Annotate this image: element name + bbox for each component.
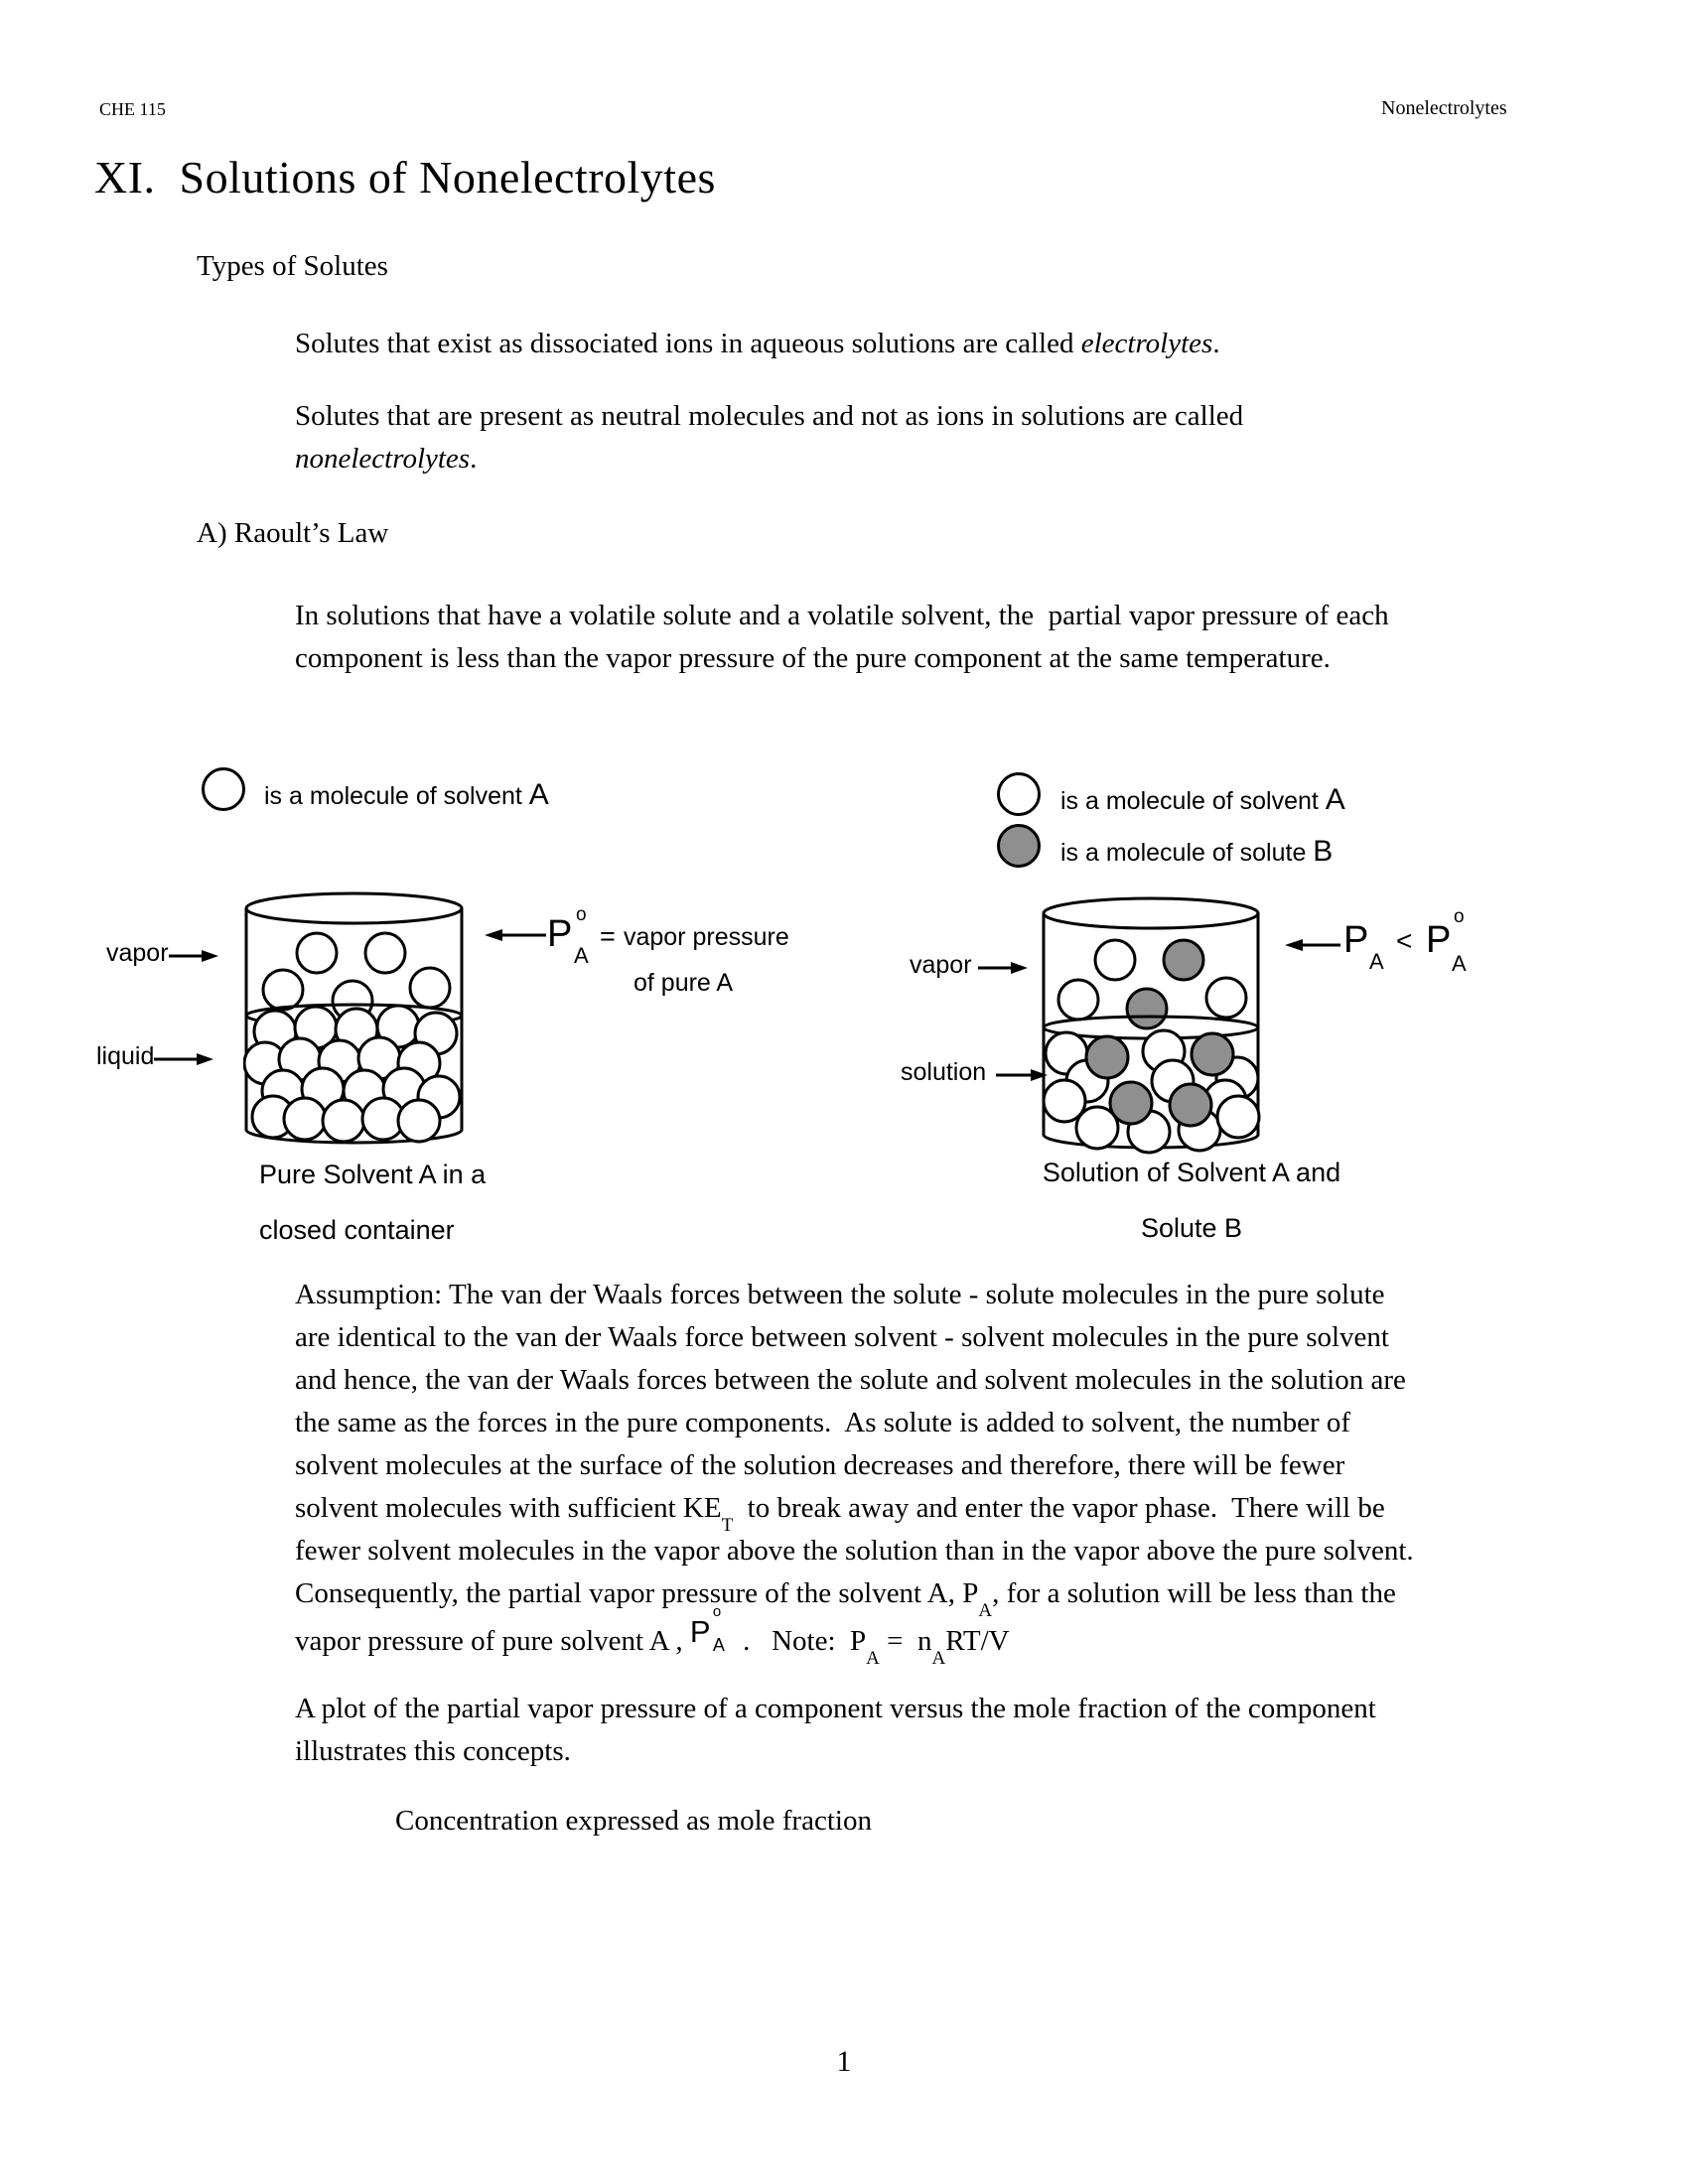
assumption-line6: solvent molecules with sufficient KET to… (295, 1487, 1385, 1535)
term-electrolytes: electrolytes (1080, 328, 1213, 359)
left-diagram-caption-line2: closed container (259, 1215, 455, 1245)
left-pointer-arrow-icon (485, 929, 546, 941)
vapor-pointer-arrow-icon (978, 962, 1028, 974)
text-segment: . (1212, 328, 1220, 359)
legend-symbol-A: A (1325, 783, 1345, 816)
vapor-label: vapor (910, 951, 972, 979)
formula-text-line2: of pure A (633, 969, 734, 997)
assumption-line8: Consequently, the partial vapor pressure… (295, 1572, 1396, 1620)
formula-P: P (1343, 919, 1369, 961)
subscript-A: A (931, 1647, 946, 1669)
left-diagram-caption-line1: Pure Solvent A in a (259, 1160, 487, 1189)
text-segment: Solutes that exist as dissociated ions i… (295, 328, 1081, 359)
liquid-solvent-molecules (243, 1004, 462, 1144)
text-segment: solvent molecules with sufficient KE (295, 1492, 722, 1524)
subscript-A: A (866, 1647, 880, 1669)
legend-symbol-A: A (528, 778, 549, 811)
formula-subscript-A: A (1369, 949, 1384, 974)
formula-less-than: < (1396, 925, 1413, 956)
heading-types-of-solutes: Types of Solutes (197, 250, 388, 282)
text-segment: = n (879, 1625, 932, 1657)
liquid-label: liquid (96, 1042, 155, 1070)
text-segment: Consequently, the partial vapor pressure… (295, 1577, 979, 1609)
formula-subscript-A: A (574, 943, 589, 968)
vapor-label: vapor (106, 939, 169, 967)
page-title: XI. Solutions of Nonelectrolytes (94, 152, 716, 203)
assumption-line2: are identical to the van der Waals force… (295, 1321, 1389, 1353)
solution-container-diagram (1042, 896, 1261, 1155)
vapor-pointer-arrow-icon (169, 950, 218, 962)
solution-vapor-pressure-inequality: P A < P o A (1285, 907, 1483, 1011)
plot-paragraph-line2: illustrates this concepts. (295, 1735, 571, 1767)
right-legend-solvent-label: is a molecule of solvent A (1060, 783, 1345, 817)
paragraph-electrolytes: Solutes that exist as dissociated ions i… (295, 323, 1220, 365)
assumption-line5: solvent molecules at the surface of the … (295, 1449, 1345, 1481)
text-segment: to break away and enter the vapor phase.… (733, 1492, 1385, 1524)
header-chapter-name: Nonelectrolytes (1381, 97, 1507, 119)
solution-pointer-arrow-icon (996, 1069, 1048, 1081)
solution-molecules (1042, 1028, 1261, 1155)
right-diagram-caption-line2: Solute B (1140, 1213, 1243, 1243)
heading-raoults-law: A) Raoult’s Law (197, 517, 389, 549)
text-segment: . Note: P (735, 1625, 867, 1657)
right-legend-solute-label: is a molecule of solute B (1060, 835, 1333, 869)
legend-text: is a molecule of solute (1060, 839, 1314, 867)
right-diagram-caption-line1: Solution of Solvent A and (1042, 1158, 1341, 1187)
assumption-line3: and hence, the van der Waals forces betw… (295, 1364, 1406, 1396)
pure-solvent-container-diagram (243, 891, 464, 1145)
solute-molecule-legend-icon (997, 824, 1041, 868)
legend-text: is a molecule of solvent (264, 782, 529, 810)
text-segment: RT/V (945, 1625, 1010, 1657)
formula-P: P (547, 913, 573, 955)
formula-P: P (689, 1614, 711, 1649)
assumption-line1: Assumption: The van der Waals forces bet… (295, 1279, 1385, 1310)
text-segment: . (470, 443, 478, 475)
formula-equals: = (600, 921, 616, 951)
solution-label: solution (901, 1058, 987, 1086)
left-legend-solvent-label: is a molecule of solvent A (264, 778, 549, 812)
text-segment: vapor pressure of pure solvent A , (295, 1625, 690, 1657)
assumption-line4: the same as the forces in the pure compo… (295, 1407, 1351, 1438)
solvent-molecule-legend-icon (997, 772, 1041, 816)
formula-subscript-A: A (712, 1635, 725, 1655)
legend-symbol-B: B (1313, 835, 1334, 868)
liquid-pointer-arrow-icon (154, 1053, 213, 1065)
text-segment: , for a solution will be less than the (992, 1577, 1396, 1609)
pure-vapor-pressure-formula: P o A = vapor pressure of pure A (485, 905, 812, 1011)
formula-text-line1: vapor pressure (624, 923, 789, 951)
header-course-code: CHE 115 (99, 99, 166, 119)
formula-subscript-A: A (1452, 951, 1467, 976)
paragraph-nonelectrolytes-line2: nonelectrolytes. (295, 438, 477, 480)
assumption-line7: fewer solvent molecules in the vapor abo… (295, 1535, 1414, 1567)
term-nonelectrolytes: nonelectrolytes (295, 443, 471, 475)
formula-P: P (1426, 919, 1452, 961)
raoult-paragraph-line2: component is less than the vapor pressur… (295, 642, 1331, 674)
raoult-paragraph-line1: In solutions that have a volatile solute… (295, 600, 1389, 631)
vapor-molecules (1056, 938, 1248, 1030)
concentration-heading: Concentration expressed as mole fraction (395, 1805, 872, 1837)
paragraph-nonelectrolytes-line1: Solutes that are present as neutral mole… (295, 400, 1244, 432)
solvent-molecule-legend-icon (202, 767, 245, 811)
formula-superscript-o: o (712, 1603, 722, 1620)
page-number: 1 (836, 2045, 852, 2078)
formula-superscript-o: o (576, 904, 587, 925)
left-pointer-arrow-icon (1285, 939, 1340, 951)
formula-superscript-o: o (1454, 906, 1465, 927)
legend-text: is a molecule of solvent (1060, 787, 1326, 815)
subscript-T: T (721, 1514, 734, 1536)
plot-paragraph-line1: A plot of the partial vapor pressure of … (295, 1693, 1376, 1724)
subscript-A: A (978, 1599, 993, 1621)
